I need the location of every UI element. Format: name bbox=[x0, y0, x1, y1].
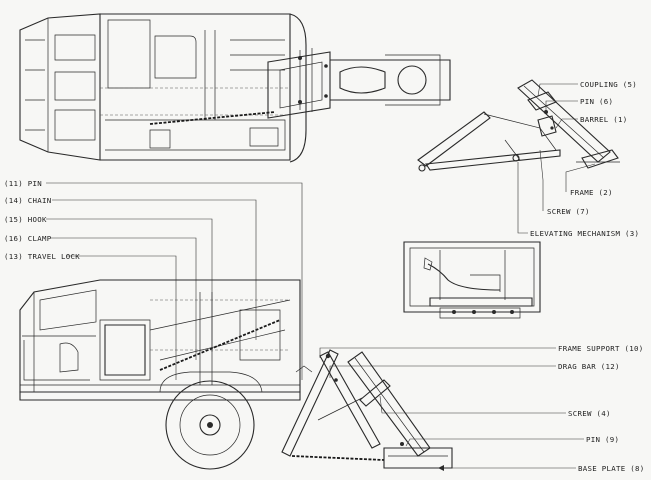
label-barrel: BARREL (1) bbox=[580, 115, 628, 124]
label-base-plate: BASE PLATE (8) bbox=[578, 464, 645, 473]
label-coupling: COUPLING (5) bbox=[580, 80, 637, 89]
rear-view-inset bbox=[403, 241, 541, 319]
mortar-deployed bbox=[281, 349, 453, 469]
label-screw-7: SCREW (7) bbox=[547, 207, 590, 216]
label-elevating-mechanism: ELEVATING MECHANISM (3) bbox=[530, 229, 639, 238]
side-view-vehicle bbox=[19, 279, 301, 470]
label-frame: FRAME (2) bbox=[570, 188, 613, 197]
label-screw-4: SCREW (4) bbox=[568, 409, 611, 418]
label-pin-6: PIN (6) bbox=[580, 97, 613, 106]
top-view-vehicle bbox=[19, 13, 451, 163]
label-clamp: (16) CLAMP bbox=[4, 234, 52, 243]
label-pin-9: PIN (9) bbox=[586, 435, 619, 444]
callout-labels: COUPLING (5) PIN (6) BARREL (1) FRAME (2… bbox=[4, 80, 645, 473]
label-chain: (14) CHAIN bbox=[4, 196, 52, 205]
label-hook: (15) HOOK bbox=[4, 215, 47, 224]
mortar-side-view bbox=[417, 79, 620, 172]
leader-lines bbox=[46, 83, 596, 471]
label-travel-lock: (13) TRAVEL LOCK bbox=[4, 252, 80, 261]
label-pin-11: (11) PIN bbox=[4, 179, 42, 188]
label-drag-bar: DRAG BAR (12) bbox=[558, 362, 620, 371]
label-frame-support: FRAME SUPPORT (10) bbox=[558, 344, 644, 353]
